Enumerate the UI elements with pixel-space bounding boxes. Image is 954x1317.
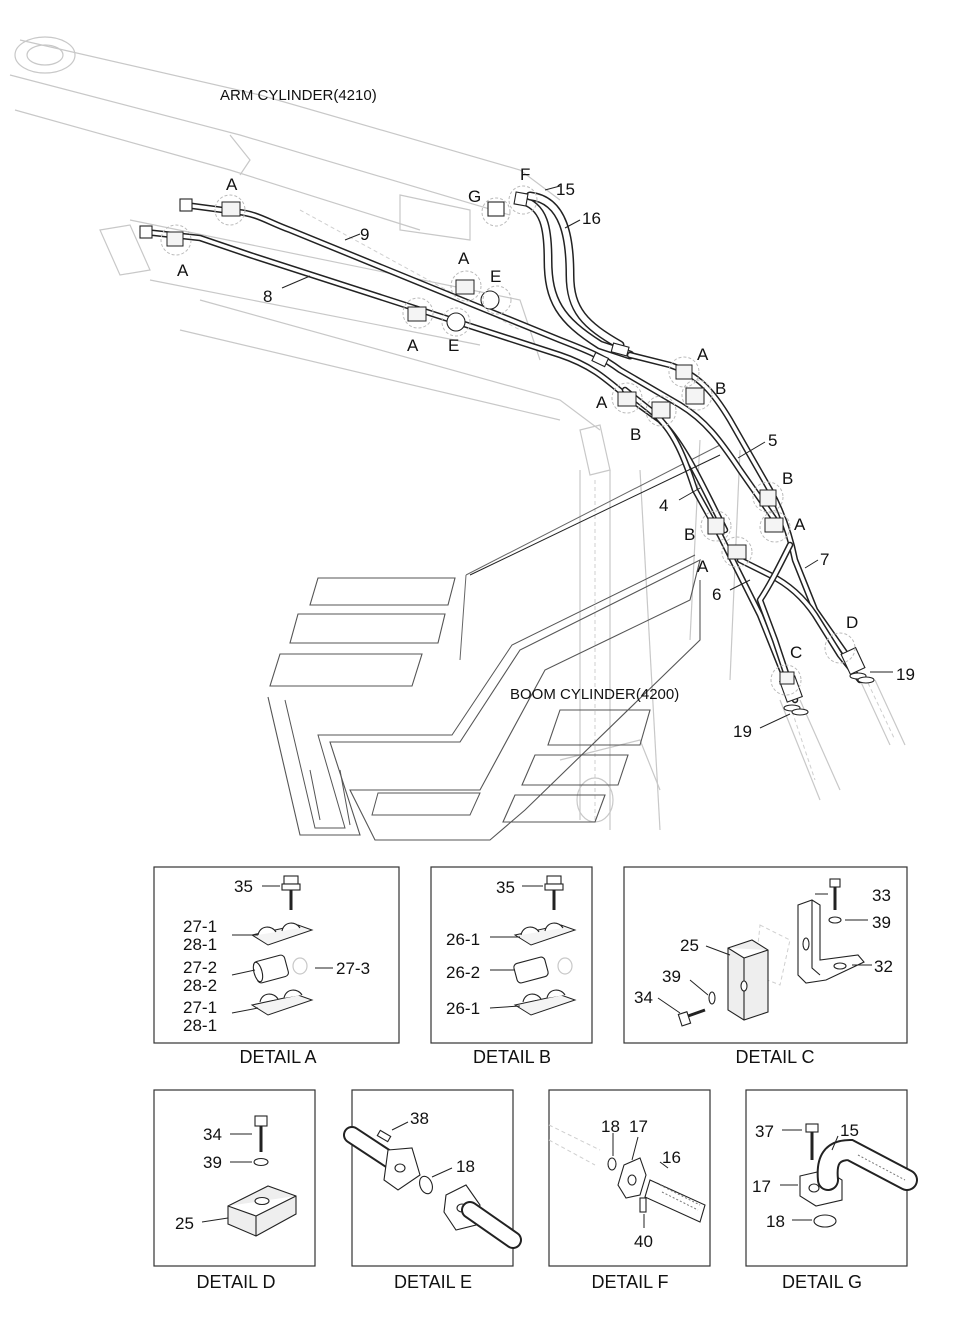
detail-f-label-17: 17: [629, 1117, 648, 1136]
detail-a-label-28-2: 28-2: [183, 976, 217, 995]
callout-b: B: [782, 469, 793, 488]
callout-e: E: [448, 336, 459, 355]
detail-c-panel: 33 39 25 39 32 34: [623, 866, 908, 1044]
detail-c-caption: DETAIL C: [735, 1047, 814, 1067]
callout-b: B: [715, 379, 726, 398]
detail-circles: [160, 185, 856, 696]
callout-a: A: [226, 175, 238, 194]
detail-c-label-39: 39: [872, 913, 891, 932]
part-number-8: 8: [263, 287, 272, 306]
detail-b-label-35: 35: [496, 878, 515, 897]
callout-b: B: [684, 525, 695, 544]
detail-b-label-26-2: 26-2: [446, 963, 480, 982]
detail-f-label-16: 16: [662, 1148, 681, 1167]
callout-d: D: [846, 613, 858, 632]
detail-c-label-39: 39: [662, 967, 681, 986]
callout-leaders: [281, 185, 893, 729]
boom-body-outline: [267, 444, 721, 841]
detail-g-label-37: 37: [755, 1122, 774, 1141]
detail-a-label-28-1: 28-1: [183, 1016, 217, 1035]
detail-b-label-26-1: 26-1: [446, 999, 480, 1018]
detail-a-label-27-3: 27-3: [336, 959, 370, 978]
detail-g-panel: 37 15 17 18: [745, 1089, 918, 1267]
arm-cylinder-label: ARM CYLINDER(4210): [220, 87, 377, 104]
part-number-19: 19: [733, 722, 752, 741]
detail-a-label-28-1: 28-1: [183, 935, 217, 954]
callout-letters: A A A E A E F G A B A B B A B A C D: [177, 165, 858, 662]
detail-c-label-32: 32: [874, 957, 893, 976]
callout-a: A: [697, 557, 709, 576]
detail-a-panel: 35 27-1 28-1 27-2 28-2 27-3 27-1 28-1: [153, 866, 400, 1044]
detail-b-label-26-1: 26-1: [446, 930, 480, 949]
part-number-6: 6: [712, 585, 721, 604]
callout-c: C: [790, 643, 802, 662]
pipe-fittings: [139, 191, 875, 716]
part-number-19: 19: [896, 665, 915, 684]
part-number-16: 16: [582, 209, 601, 228]
detail-f-panel: 18 17 16 40: [548, 1089, 711, 1267]
detail-c-label-33: 33: [872, 886, 891, 905]
callout-a: A: [458, 249, 470, 268]
callout-g: G: [468, 187, 481, 206]
pipe-6: [756, 541, 799, 704]
detail-a-label-27-1: 27-1: [183, 998, 217, 1017]
callout-b: B: [630, 425, 641, 444]
detail-c-label-34: 34: [634, 988, 653, 1007]
detail-g-label-15: 15: [840, 1121, 859, 1140]
callout-f: F: [520, 165, 530, 184]
detail-a-caption: DETAIL A: [239, 1047, 316, 1067]
detail-b-panel: 35 26-1 26-2 26-1: [430, 866, 593, 1044]
detail-a-label-35: 35: [234, 877, 253, 896]
detail-d-panel: 34 39 25: [153, 1089, 316, 1267]
detail-f-caption: DETAIL F: [591, 1272, 668, 1292]
callout-a: A: [697, 345, 709, 364]
hose-15: [515, 195, 635, 360]
detail-b-caption: DETAIL B: [473, 1047, 551, 1067]
part-number-4: 4: [659, 496, 668, 515]
boom-cylinder-label: BOOM CYLINDER(4200): [510, 686, 679, 703]
part-number-7: 7: [820, 550, 829, 569]
detail-a-label-27-1: 27-1: [183, 917, 217, 936]
detail-c-label-25: 25: [680, 936, 699, 955]
detail-g-label-18: 18: [766, 1212, 785, 1231]
detail-e-caption: DETAIL E: [394, 1272, 472, 1292]
detail-g-label-17: 17: [752, 1177, 771, 1196]
detail-a-label-27-2: 27-2: [183, 958, 217, 977]
detail-d-label-34: 34: [203, 1125, 222, 1144]
detail-d-label-25: 25: [175, 1214, 194, 1233]
callout-numbers: 9 8 15 16 5 4 7 6 19 19: [263, 180, 915, 741]
machine-ghost-outline: [9, 36, 906, 831]
hose-16: [525, 191, 625, 350]
detail-d-caption: DETAIL D: [196, 1272, 275, 1292]
detail-e-label-18: 18: [456, 1157, 475, 1176]
detail-g-caption: DETAIL G: [782, 1272, 862, 1292]
callout-a: A: [794, 515, 806, 534]
detail-e-label-38: 38: [410, 1109, 429, 1128]
callout-a: A: [177, 261, 189, 280]
part-number-9: 9: [360, 225, 369, 244]
detail-e-panel: 38 18: [343, 1089, 522, 1267]
detail-f-label-18: 18: [601, 1117, 620, 1136]
part-number-15: 15: [556, 180, 575, 199]
pipe-clamps: [166, 201, 795, 685]
detail-d-label-39: 39: [203, 1153, 222, 1172]
callout-e: E: [490, 267, 501, 286]
callout-a: A: [596, 393, 608, 412]
callout-a: A: [407, 336, 419, 355]
part-number-5: 5: [768, 431, 777, 450]
detail-f-label-40: 40: [634, 1232, 653, 1251]
